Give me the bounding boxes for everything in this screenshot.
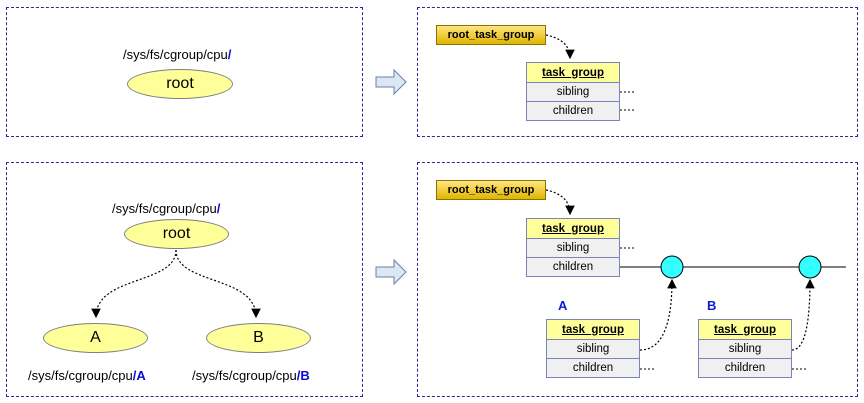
edge-b-sibling-to-node <box>791 278 815 351</box>
root-node-top: root <box>127 69 233 99</box>
task-group-a-sibling: sibling <box>547 340 639 359</box>
child-a-path: /sys/fs/cgroup/cpu/A <box>28 368 146 383</box>
root-node-top-label: root <box>166 75 194 92</box>
child-node-a-label: A <box>90 329 101 346</box>
root-task-group-top: root_task_group <box>436 25 546 45</box>
task-group-top-sibling: sibling <box>527 83 619 102</box>
list-node-b <box>798 255 822 279</box>
root-node-bottom: root <box>124 219 229 249</box>
panel-bottom-left <box>6 162 363 397</box>
group-b-label: B <box>707 298 717 313</box>
panel-top-right <box>417 7 858 137</box>
group-a-label: A <box>558 298 568 313</box>
task-group-top-title: task_group <box>527 63 619 83</box>
child-b-path: /sys/fs/cgroup/cpu/B <box>192 368 310 383</box>
task-group-top-children: children <box>527 102 619 120</box>
edge-root-to-tg-top <box>545 34 575 60</box>
transition-arrow-bottom <box>375 258 407 286</box>
task-group-b-children: children <box>699 359 791 377</box>
child-node-b: B <box>206 323 311 353</box>
task-group-b-title: task_group <box>699 320 791 340</box>
child-node-a: A <box>43 323 148 353</box>
task-group-a-children: children <box>547 359 639 377</box>
task-group-root-children: children <box>527 258 619 276</box>
root-node-bottom-label: root <box>162 225 191 242</box>
edge-root-to-a <box>91 249 177 319</box>
task-group-top: task_group sibling children <box>526 62 620 121</box>
list-node-a <box>660 255 684 279</box>
transition-arrow-top <box>375 68 407 96</box>
task-group-b-sibling: sibling <box>699 340 791 359</box>
task-group-root-bottom: task_group sibling children <box>526 218 620 277</box>
task-group-b: task_group sibling children <box>698 319 792 378</box>
root-task-group-bottom: root_task_group <box>436 180 546 200</box>
task-group-root-title: task_group <box>527 219 619 239</box>
task-group-root-sibling: sibling <box>527 239 619 258</box>
panel-bottom-right <box>417 162 858 397</box>
edge-a-sibling-to-node <box>639 278 677 351</box>
task-group-a-title: task_group <box>547 320 639 340</box>
root-path-bottom: /sys/fs/cgroup/cpu/ <box>112 201 221 216</box>
panel-top-left <box>6 7 363 137</box>
root-path-top: /sys/fs/cgroup/cpu/ <box>123 47 232 62</box>
task-group-a: task_group sibling children <box>546 319 640 378</box>
edge-root-to-b <box>175 249 261 319</box>
child-node-b-label: B <box>253 329 264 346</box>
edge-root-to-tg-bottom <box>545 189 575 216</box>
